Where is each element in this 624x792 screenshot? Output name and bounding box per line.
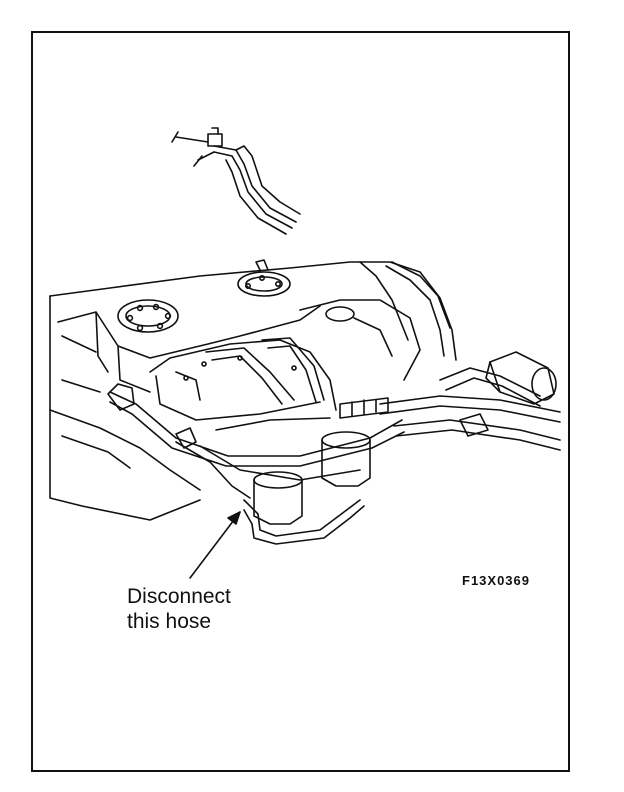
callout-line-1: Disconnect [127,585,231,608]
callout-line-2: this hose [127,610,212,633]
connector-detail-drawing [171,127,301,235]
figure-id: F13X0369 [462,573,530,588]
callout-label: Disconnect this hose [127,584,231,634]
fuel-tank-drawing [49,259,561,545]
leader-arrow-icon [189,511,241,579]
figure-frame [31,31,570,772]
